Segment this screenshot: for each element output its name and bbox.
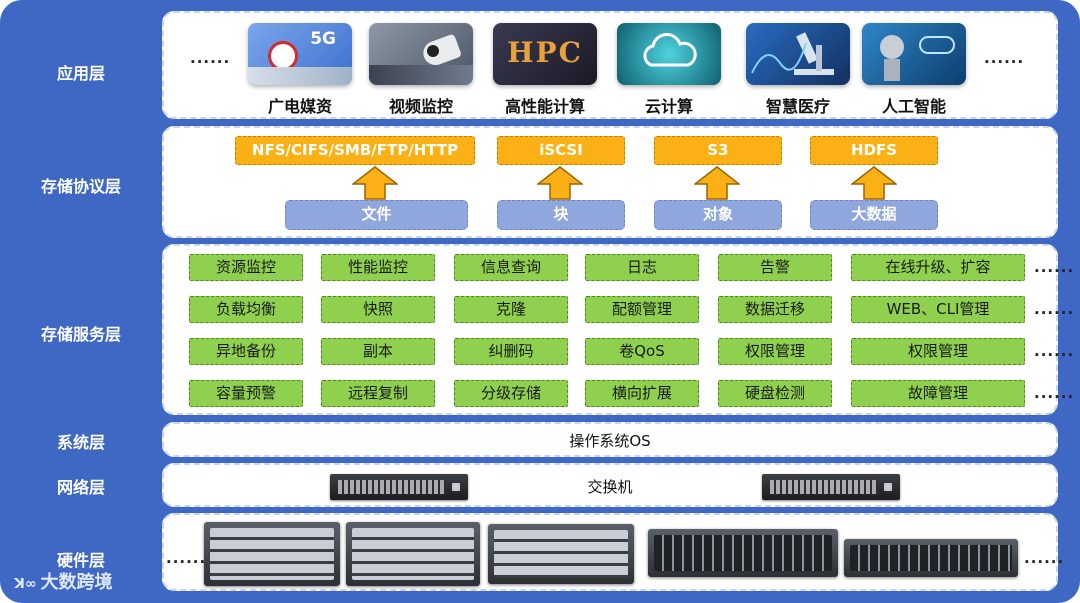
app-tile-medical [746, 23, 850, 85]
storage-server-image [648, 529, 838, 577]
app-tile-cloud [617, 23, 721, 85]
network-switch-image [330, 474, 468, 500]
service-ellipsis: ...... [1034, 384, 1075, 402]
protocol-s3: S3 [654, 136, 782, 165]
service-ellipsis: ...... [1034, 300, 1075, 318]
service-item: 远程复制 [321, 380, 435, 407]
hardware-layer-panel: ...... ...... [162, 513, 1063, 591]
service-ellipsis: ...... [1034, 342, 1075, 360]
service-item: 日志 [585, 254, 699, 281]
service-item: 克隆 [454, 296, 568, 323]
up-arrow-icon [537, 166, 583, 200]
cloud-icon [643, 33, 697, 67]
service-item: 横向扩展 [585, 380, 699, 407]
app-tile-text-hpc: HPC [507, 36, 583, 69]
service-item: 分级存储 [454, 380, 568, 407]
storage-server-image [346, 522, 480, 586]
switch-label: 交换机 [587, 478, 633, 496]
app-broadcast-media: 5G 广电媒资 [248, 23, 352, 117]
storage-server-image [204, 522, 340, 586]
protocol-layer-panel: NFS/CIFS/SMB/FTP/HTTP iSCSI S3 HDFS 文件 块… [162, 126, 1058, 238]
service-item: 纠删码 [454, 338, 568, 365]
watermark-logo-text: 大数跨境 [40, 572, 113, 593]
storage-server-image [488, 524, 634, 584]
data-type-block: 块 [497, 200, 625, 230]
protocol-hdfs: HDFS [810, 136, 938, 165]
service-item: 告警 [718, 254, 832, 281]
app-artificial-intelligence: 人工智能 [862, 23, 966, 117]
hardware-ellipsis-right: ...... [1024, 549, 1065, 567]
layer-label-protocol: 存储协议层 [40, 177, 121, 196]
watermark-logo: ꓘ∞大数跨境 [14, 568, 113, 594]
app-ellipsis-left: ...... [190, 49, 231, 67]
network-switch-image [762, 474, 900, 500]
layer-label-service: 存储服务层 [40, 325, 121, 344]
hardware-ellipsis-left: ...... [166, 549, 207, 567]
service-item: WEB、CLI管理 [851, 296, 1025, 323]
microscope-icon [751, 32, 834, 75]
app-tile-broadcast: 5G [248, 23, 352, 85]
robot-icon [880, 35, 955, 81]
service-item: 负载均衡 [189, 296, 303, 323]
app-label: 广电媒资 [267, 97, 332, 116]
operating-system-label: 操作系统OS [569, 432, 651, 450]
protocol-iscsi: iSCSI [497, 136, 625, 165]
app-tile-text-5g: 5G [310, 29, 336, 49]
service-item: 故障管理 [851, 380, 1025, 407]
app-cloud-computing: 云计算 [617, 23, 721, 117]
data-type-big-data: 大数据 [810, 200, 938, 230]
layer-label-hardware: 硬件层 [56, 551, 105, 570]
service-layer-panel: 资源监控 性能监控 信息查询 日志 告警 在线升级、扩容 ...... 负载均衡… [162, 244, 1073, 415]
service-item: 在线升级、扩容 [851, 254, 1025, 281]
service-item: 副本 [321, 338, 435, 365]
storage-server-image [844, 539, 1018, 577]
up-arrow-icon [851, 166, 897, 200]
data-type-object: 对象 [654, 200, 782, 230]
data-type-file: 文件 [285, 200, 468, 230]
app-label: 高性能计算 [504, 97, 585, 116]
protocol-nfs-cifs-smb-ftp-http: NFS/CIFS/SMB/FTP/HTTP [235, 136, 475, 165]
service-item: 数据迁移 [718, 296, 832, 323]
service-item: 资源监控 [189, 254, 303, 281]
system-layer-panel: 操作系统OS [162, 422, 1058, 457]
service-item: 性能监控 [321, 254, 435, 281]
app-video-surveillance: 视频监控 [369, 23, 473, 117]
up-arrow-icon [352, 166, 398, 200]
app-tile-video [369, 23, 473, 85]
layer-label-system: 系统层 [56, 433, 105, 452]
layer-label-app: 应用层 [56, 64, 105, 83]
service-item: 权限管理 [851, 338, 1025, 365]
app-label: 智慧医疗 [765, 97, 830, 116]
service-item: 异地备份 [189, 338, 303, 365]
network-layer-panel: 交换机 [162, 463, 1058, 507]
service-item: 硬盘检测 [718, 380, 832, 407]
service-item: 权限管理 [718, 338, 832, 365]
service-item: 快照 [321, 296, 435, 323]
service-item: 卷QoS [585, 338, 699, 365]
app-tile-ai [862, 23, 966, 85]
service-item: 配额管理 [585, 296, 699, 323]
app-layer-panel: ...... 5G 广电媒资 视频监控 HPC 高性能计算 [162, 11, 1058, 119]
up-arrow-icon [694, 166, 740, 200]
app-tile-hpc: HPC [493, 23, 597, 85]
app-label: 视频监控 [388, 97, 453, 116]
service-item: 容量预警 [189, 380, 303, 407]
watermark-logo-icon: ꓘ∞ [14, 576, 37, 592]
app-label: 云计算 [644, 97, 693, 116]
app-ellipsis-right: ...... [984, 49, 1025, 67]
service-ellipsis: ...... [1034, 258, 1075, 276]
service-item: 信息查询 [454, 254, 568, 281]
app-label: 人工智能 [881, 97, 946, 116]
app-hpc: HPC 高性能计算 [493, 23, 597, 117]
layer-label-network: 网络层 [56, 478, 105, 497]
app-smart-medical: 智慧医疗 [746, 23, 850, 117]
